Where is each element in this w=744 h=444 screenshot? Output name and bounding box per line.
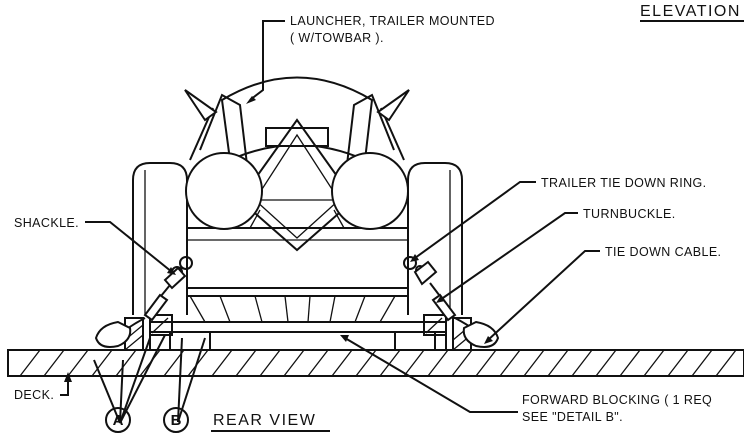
left-sphere <box>185 152 263 230</box>
lower-struts <box>187 295 408 323</box>
right-sphere <box>331 152 409 230</box>
tires <box>132 162 463 315</box>
callout-b: B <box>163 407 189 433</box>
forward-blocking-label-line1: FORWARD BLOCKING ( 1 REQ <box>522 393 712 407</box>
deck <box>7 349 744 377</box>
tie-down-hardware <box>94 256 500 348</box>
trailer-tie-down-ring-label: TRAILER TIE DOWN RING. <box>541 176 707 190</box>
shackle-label: SHACKLE. <box>14 216 79 230</box>
launcher-label-line1: LAUNCHER, TRAILER MOUNTED <box>290 14 495 28</box>
leader-lines <box>60 20 600 424</box>
turnbuckle-label: TURNBUCKLE. <box>583 207 676 221</box>
forward-blocking-label-line2: SEE "DETAIL B". <box>522 410 623 424</box>
view-title: REAR VIEW <box>213 412 316 429</box>
launcher-label-line2: ( W/TOWBAR ). <box>290 31 384 45</box>
launcher-frame <box>184 76 410 252</box>
callout-b-letter: B <box>171 412 182 429</box>
callout-a: A <box>105 407 131 433</box>
callout-a-letter: A <box>113 412 124 429</box>
deck-label: DECK. <box>14 388 54 402</box>
forward-blocking <box>149 314 447 351</box>
tie-down-cable-label: TIE DOWN CABLE. <box>605 245 721 259</box>
elevation-title: ELEVATION <box>640 3 741 20</box>
